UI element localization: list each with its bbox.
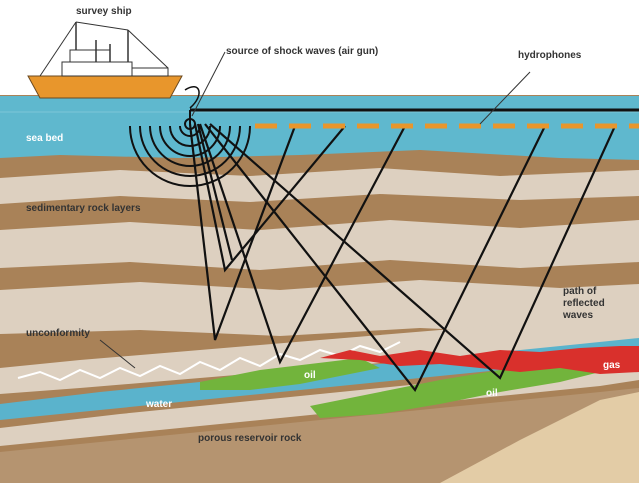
- survey-ship-label: survey ship: [76, 6, 132, 17]
- wave-paths: [188, 123, 617, 393]
- deep-layer: [0, 388, 639, 483]
- sedimentary-label: sedimentary rock layers: [26, 203, 141, 214]
- hydrophones-pointer: [479, 71, 531, 125]
- sand-layer: [440, 392, 639, 483]
- oil-deposit-left: [200, 358, 380, 390]
- gas-label: gas: [603, 360, 621, 371]
- hydrophones-label: hydrophones: [518, 50, 582, 61]
- source-label: source of shock waves (air gun): [226, 46, 379, 57]
- path-reflected-label: path of reflected waves: [563, 286, 605, 321]
- unconformity-pointer: [99, 339, 136, 369]
- tow-line: [184, 86, 200, 109]
- lower-light-layer: [0, 314, 639, 394]
- oil-label-right: oil: [486, 388, 498, 399]
- rock-layer-3: [0, 280, 639, 336]
- oil-deposit-right: [310, 366, 600, 418]
- shock-wave-arcs: [129, 125, 251, 187]
- water-label: water: [146, 399, 173, 410]
- porous-rock-label: porous reservoir rock: [198, 433, 302, 444]
- unconformity-label: unconformity: [26, 328, 90, 339]
- sea-bed-label: sea bed: [26, 133, 64, 144]
- oil-label-left: oil: [304, 370, 316, 381]
- source-pointer: [191, 51, 226, 117]
- survey-ship-icon: [27, 21, 183, 99]
- rock-layer-2: [0, 220, 639, 270]
